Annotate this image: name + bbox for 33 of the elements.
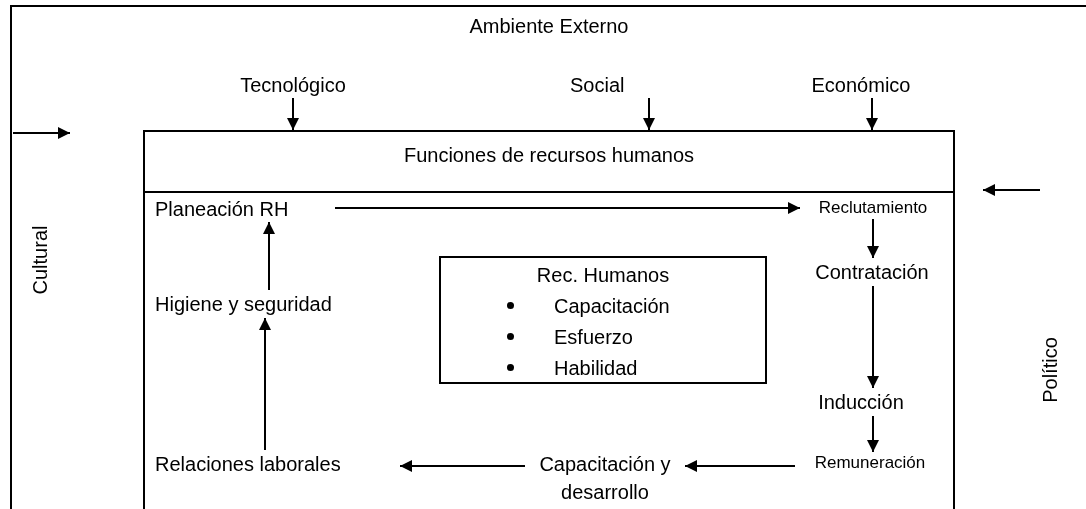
process-step: Capacitación y desarrollo	[525, 450, 685, 506]
process-step: Reclutamiento	[800, 197, 946, 219]
factor-label: Cultural	[25, 205, 55, 315]
process-step: Remuneración	[795, 452, 945, 474]
arrow	[287, 97, 299, 131]
process-step: Inducción	[805, 388, 917, 416]
arrow	[867, 218, 879, 259]
factor-label: Social	[570, 72, 656, 98]
list-item-text: Capacitación	[554, 293, 670, 319]
factor-label: Tecnológico	[218, 72, 368, 98]
process-step: Relaciones laborales	[155, 450, 400, 478]
section-title: Funciones de recursos humanos	[403, 143, 695, 168]
process-step: Contratación	[805, 258, 939, 286]
list-item-text: Esfuerzo	[554, 324, 633, 350]
frame-title: Ambiente Externo	[469, 14, 629, 39]
arrow	[399, 460, 526, 472]
arrow	[867, 285, 879, 389]
factor-label: Político	[1035, 315, 1065, 425]
factor-label: Económico	[808, 72, 914, 98]
arrow	[259, 317, 271, 451]
arrow	[684, 460, 796, 472]
arrow	[334, 202, 801, 214]
list-item-text: Habilidad	[554, 355, 638, 381]
arrow	[866, 97, 878, 131]
process-step: Higiene y seguridad	[155, 290, 393, 318]
arrow	[643, 97, 655, 131]
arrow	[263, 221, 275, 291]
info-box	[439, 256, 767, 384]
box-title: Rec. Humanos	[536, 263, 670, 288]
process-step: Planeación RH	[155, 196, 335, 222]
section-box	[143, 130, 955, 509]
arrow	[867, 415, 879, 453]
outer-frame	[10, 5, 1086, 509]
